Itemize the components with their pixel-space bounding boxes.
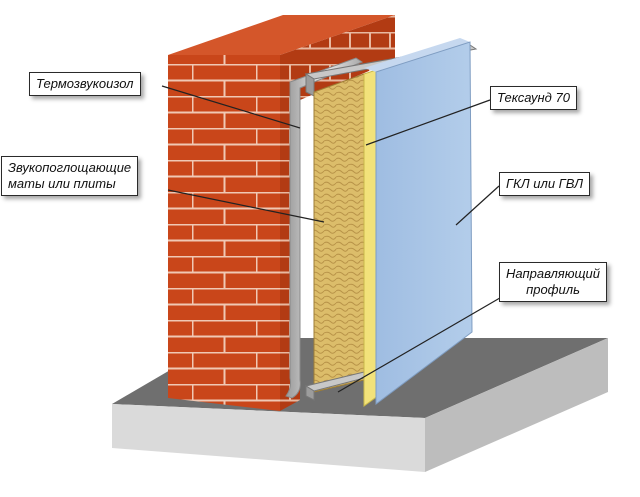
label-gkl-text: ГКЛ или ГВЛ	[506, 176, 584, 191]
leader-texaund	[365, 99, 491, 146]
label-profile-line1: Направляющий	[506, 266, 601, 281]
leader-thermo	[161, 85, 301, 129]
label-thermo-sound-insulation: Термозвукоизол	[29, 72, 141, 96]
leader-gkl	[455, 185, 500, 226]
label-guide-profile: Направляющий профиль	[499, 262, 608, 302]
thermo-membrane	[285, 57, 364, 399]
floor-slab-front	[112, 404, 425, 472]
label-texaund-text: Тексаунд 70	[497, 90, 570, 105]
label-texaund: Тексаунд 70	[490, 86, 577, 110]
floor-slab-side	[425, 338, 608, 472]
label-mats-line2: маты или плиты	[8, 176, 116, 191]
label-thermo-text: Термозвукоизол	[36, 76, 134, 91]
brick-wall	[168, 15, 395, 411]
leader-lines	[161, 85, 506, 393]
label-gkl-gvl: ГКЛ или ГВЛ	[499, 172, 591, 196]
drywall-top	[364, 38, 470, 72]
leader-mats	[167, 189, 325, 223]
leader-profile	[337, 294, 506, 393]
brick-wall-front	[168, 55, 280, 411]
label-sound-absorbing-mats: Звукопоглощающие маты или плиты	[1, 156, 139, 196]
label-profile-line2: профиль	[526, 282, 580, 297]
label-mats-line1: Звукопоглощающие	[8, 160, 132, 175]
brick-wall-top	[168, 15, 395, 55]
insulation-mats	[313, 73, 365, 393]
